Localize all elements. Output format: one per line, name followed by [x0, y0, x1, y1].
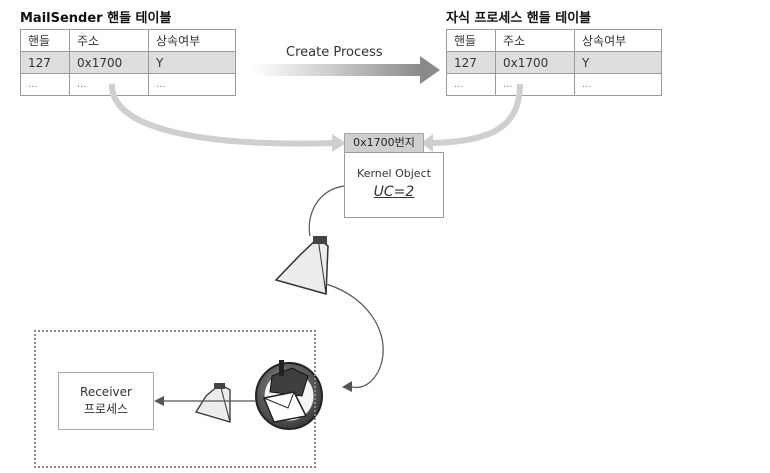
mail-to-mailbox-curve	[325, 283, 384, 389]
right-table-title: 자식 프로세스 핸들 테이블	[446, 11, 592, 26]
header-cell: 상속여부	[574, 29, 662, 52]
ellipsis-cell: ...	[495, 73, 575, 96]
receiver-label: Receiver	[80, 385, 132, 399]
handle-cell: 127	[446, 51, 496, 74]
create-process-arrow	[252, 56, 440, 84]
left-table-title: MailSender 핸들 테이블	[20, 11, 172, 26]
receiver-process-box: Receiver 프로세스	[58, 372, 154, 430]
left-handle-table: 핸들 주소 상속여부 127 0x1700 Y ... ... ...	[20, 29, 236, 96]
right-handle-table: 핸들 주소 상속여부 127 0x1700 Y ... ... ...	[446, 29, 662, 96]
receiver-process-boundary	[34, 330, 316, 468]
kernel-object-box: Kernel Object UC=2	[344, 152, 444, 218]
process-label: 프로세스	[83, 402, 129, 416]
table-header-row: 핸들 주소 상속여부	[20, 29, 236, 52]
header-cell: 주소	[69, 29, 149, 52]
table-row: ... ... ...	[446, 73, 662, 96]
table-row: 127 0x1700 Y	[446, 51, 662, 74]
to-receiver-arrowhead	[154, 396, 164, 406]
small-envelope-icon	[194, 383, 231, 423]
kernel-object-label: Kernel Object	[357, 167, 431, 180]
kernel-to-mail-line	[308, 185, 345, 237]
inherit-cell: Y	[574, 51, 662, 74]
left-curve-arrowhead	[332, 134, 346, 152]
address-cell: 0x1700	[495, 51, 575, 74]
address-tag: 0x1700번지	[344, 133, 424, 153]
right-address-curve-arrow	[429, 83, 523, 146]
mailbox-icon	[255, 360, 323, 430]
right-curve-arrowhead	[421, 134, 433, 152]
create-process-label: Create Process	[286, 45, 383, 60]
usage-count-label: UC=2	[373, 184, 415, 200]
left-address-curve-arrow	[108, 83, 335, 147]
inherit-cell: Y	[148, 51, 236, 74]
mail-curve-arrowhead	[342, 381, 352, 392]
ellipsis-cell: ...	[574, 73, 662, 96]
envelope-icon	[274, 236, 329, 295]
ellipsis-cell: ...	[148, 73, 236, 96]
